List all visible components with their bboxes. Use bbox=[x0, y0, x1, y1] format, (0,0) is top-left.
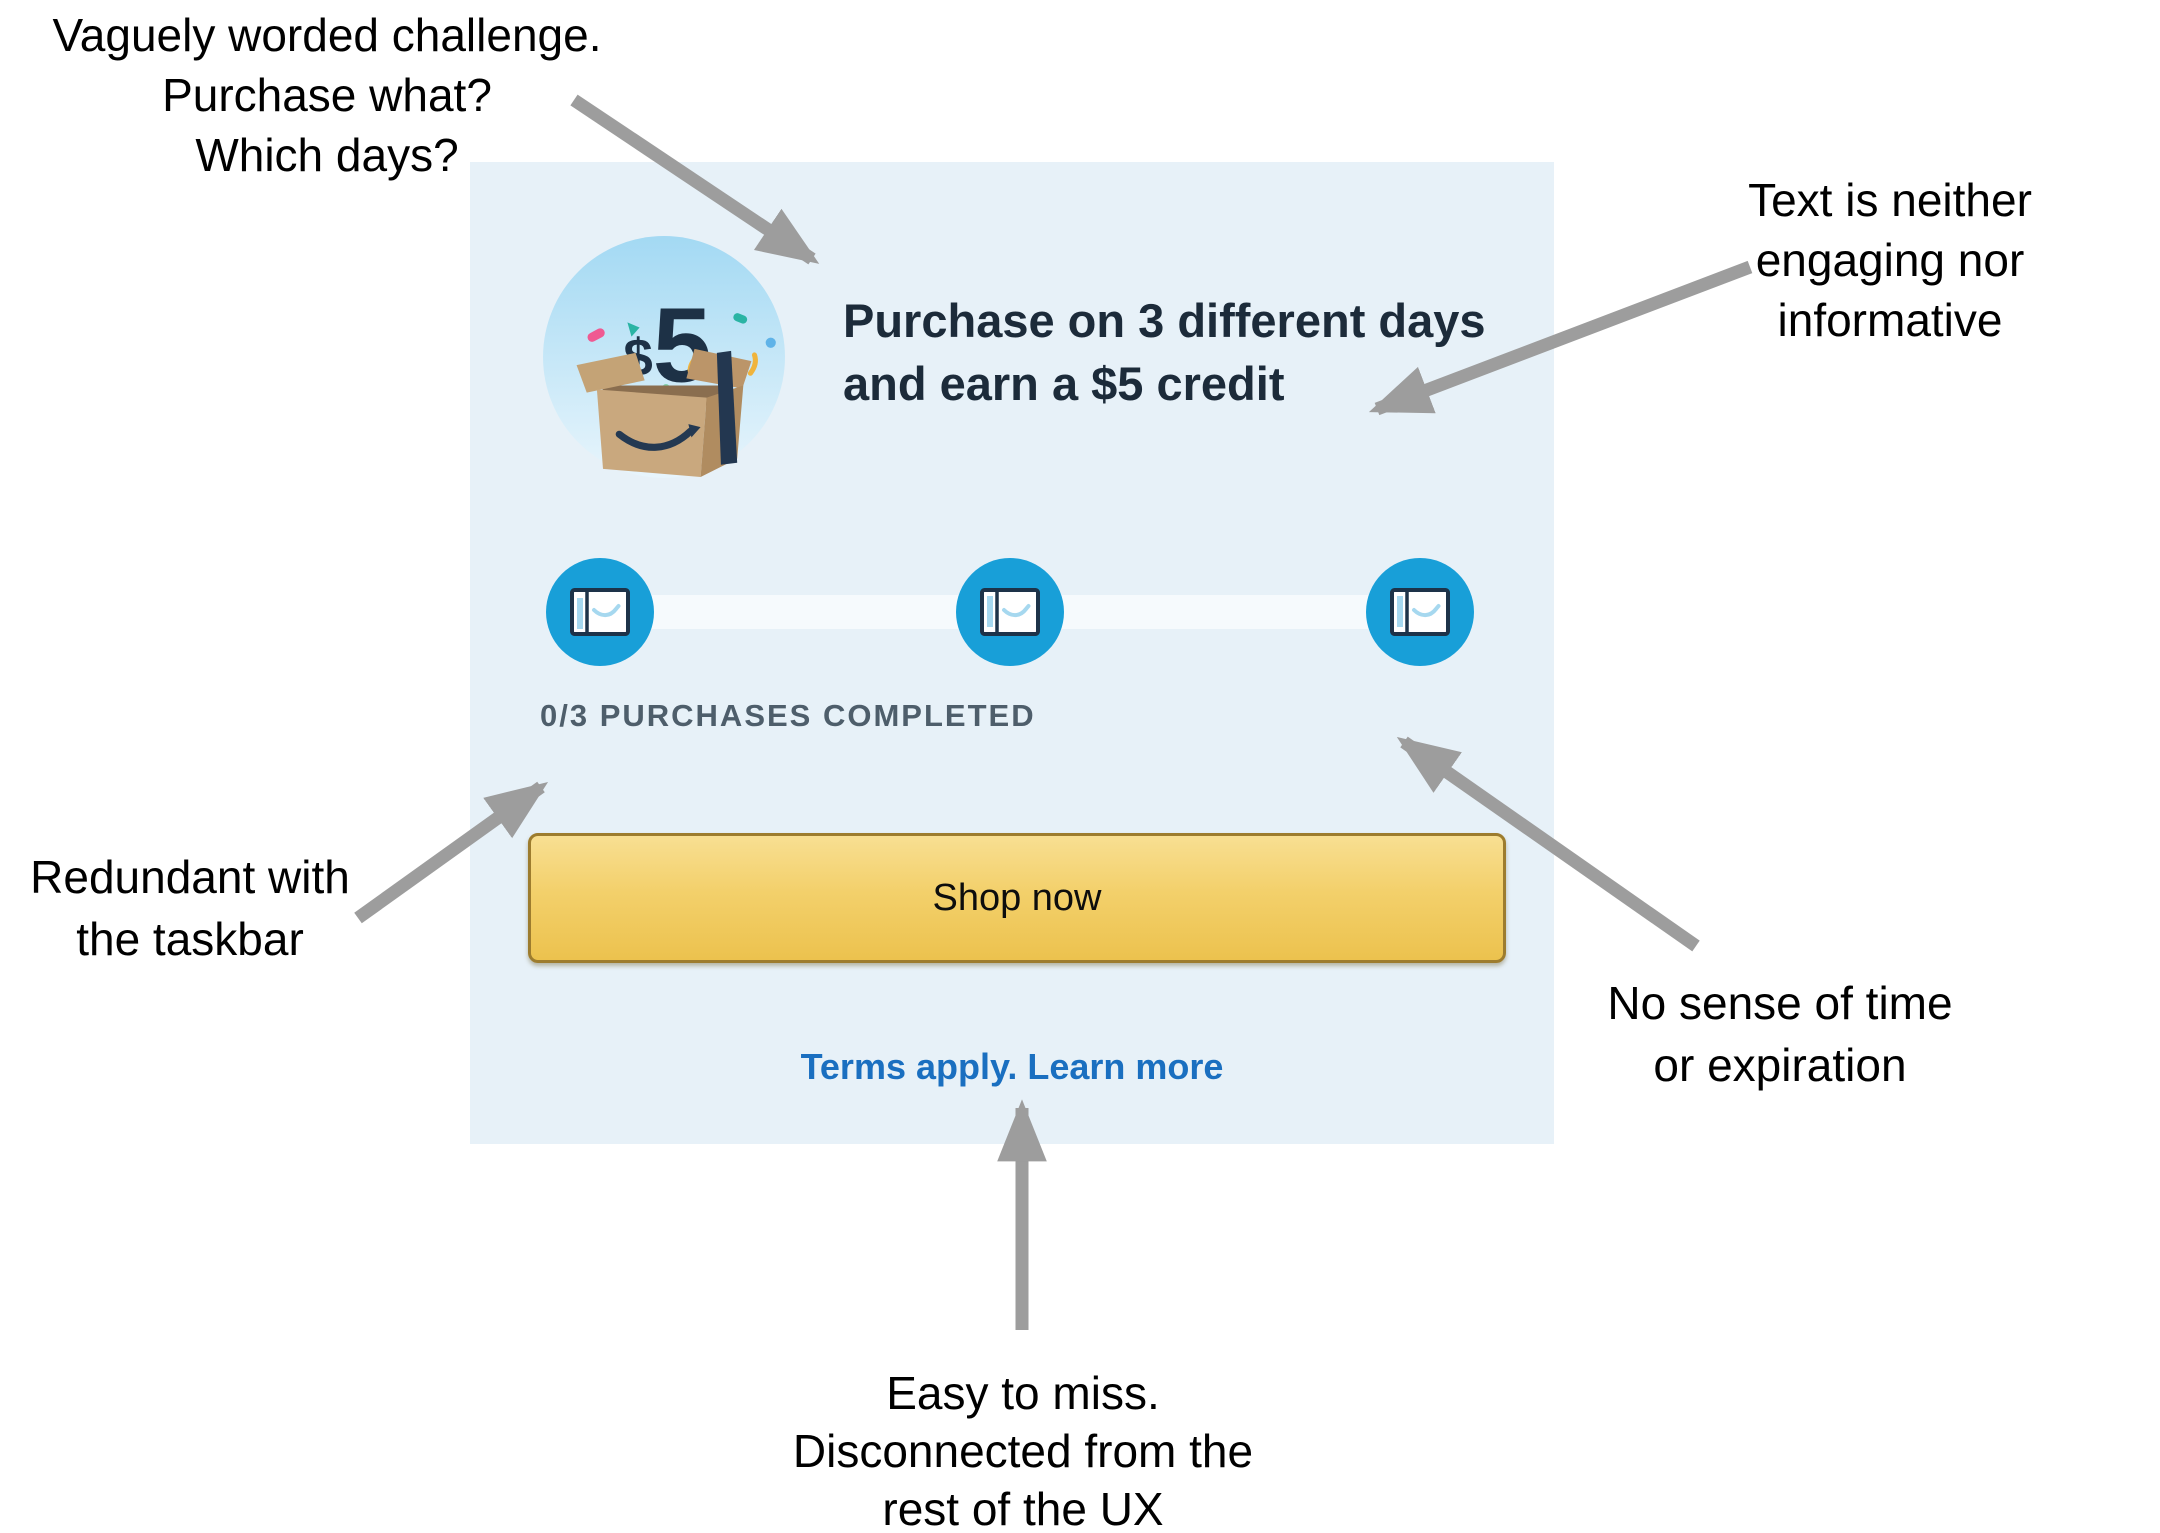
annotation-line: Redundant with bbox=[30, 851, 350, 903]
badge-amount: 5 bbox=[653, 286, 712, 404]
annotation-no-expiration: No sense of time or expiration bbox=[1600, 972, 1960, 1096]
annotation-line: the taskbar bbox=[76, 913, 304, 965]
annotation-line: No sense of time bbox=[1607, 977, 1953, 1029]
annotation-line: Easy to miss. bbox=[886, 1367, 1160, 1419]
annotation-line: or expiration bbox=[1653, 1039, 1907, 1091]
terms-learn-more-link[interactable]: Terms apply. Learn more bbox=[800, 1046, 1224, 1087]
annotation-easy-to-miss: Easy to miss. Disconnected from the rest… bbox=[773, 1364, 1273, 1533]
reward-badge-icon: $5 bbox=[542, 232, 786, 482]
promo-title: Purchase on 3 different days and earn a … bbox=[843, 294, 1486, 411]
annotation-line: Text is neither bbox=[1748, 174, 2032, 226]
annotation-line: Vaguely worded challenge. bbox=[52, 9, 602, 61]
box-front bbox=[596, 389, 707, 477]
gift-card-smile-icon bbox=[1366, 558, 1474, 666]
annotation-line: engaging nor bbox=[1755, 234, 2025, 286]
confetti-blue-dot bbox=[765, 337, 776, 348]
gift-card-smile-icon bbox=[546, 558, 654, 666]
amazon-smile bbox=[615, 427, 694, 451]
amazon-smile-arrow-tip bbox=[688, 424, 701, 438]
annotation-redundant-taskbar: Redundant with the taskbar bbox=[10, 846, 370, 970]
gift-card-smile-icon bbox=[956, 558, 1064, 666]
confetti-yellow bbox=[747, 352, 758, 376]
purchase-step-2-icon bbox=[956, 558, 1064, 666]
annotation-line: rest of the UX bbox=[882, 1483, 1164, 1533]
annotation-line: Which days? bbox=[195, 129, 459, 181]
annotation-text-not-engaging: Text is neither engaging nor informative bbox=[1700, 170, 2080, 350]
annotation-line: Purchase what? bbox=[162, 69, 492, 121]
purchase-step-1-icon bbox=[546, 558, 654, 666]
progress-label: 0/3 PURCHASES COMPLETED bbox=[540, 698, 1036, 733]
box-left-flap bbox=[576, 352, 645, 393]
promo-card: $5 Purchase on 3 differen bbox=[470, 162, 1554, 1144]
purchase-step-3-icon bbox=[1366, 558, 1474, 666]
annotation-line: informative bbox=[1777, 294, 2003, 346]
confetti-teal bbox=[627, 322, 640, 337]
annotation-vague-challenge: Vaguely worded challenge. Purchase what?… bbox=[37, 5, 617, 185]
confetti-teal-2 bbox=[733, 313, 748, 324]
gift-box-five-dollar-icon: $5 bbox=[543, 236, 785, 478]
confetti-pink bbox=[587, 328, 605, 342]
box-tape-stripe bbox=[716, 350, 738, 465]
annotation-line: Disconnected from the bbox=[792, 1425, 1254, 1477]
shop-now-button[interactable]: Shop now bbox=[528, 833, 1506, 963]
